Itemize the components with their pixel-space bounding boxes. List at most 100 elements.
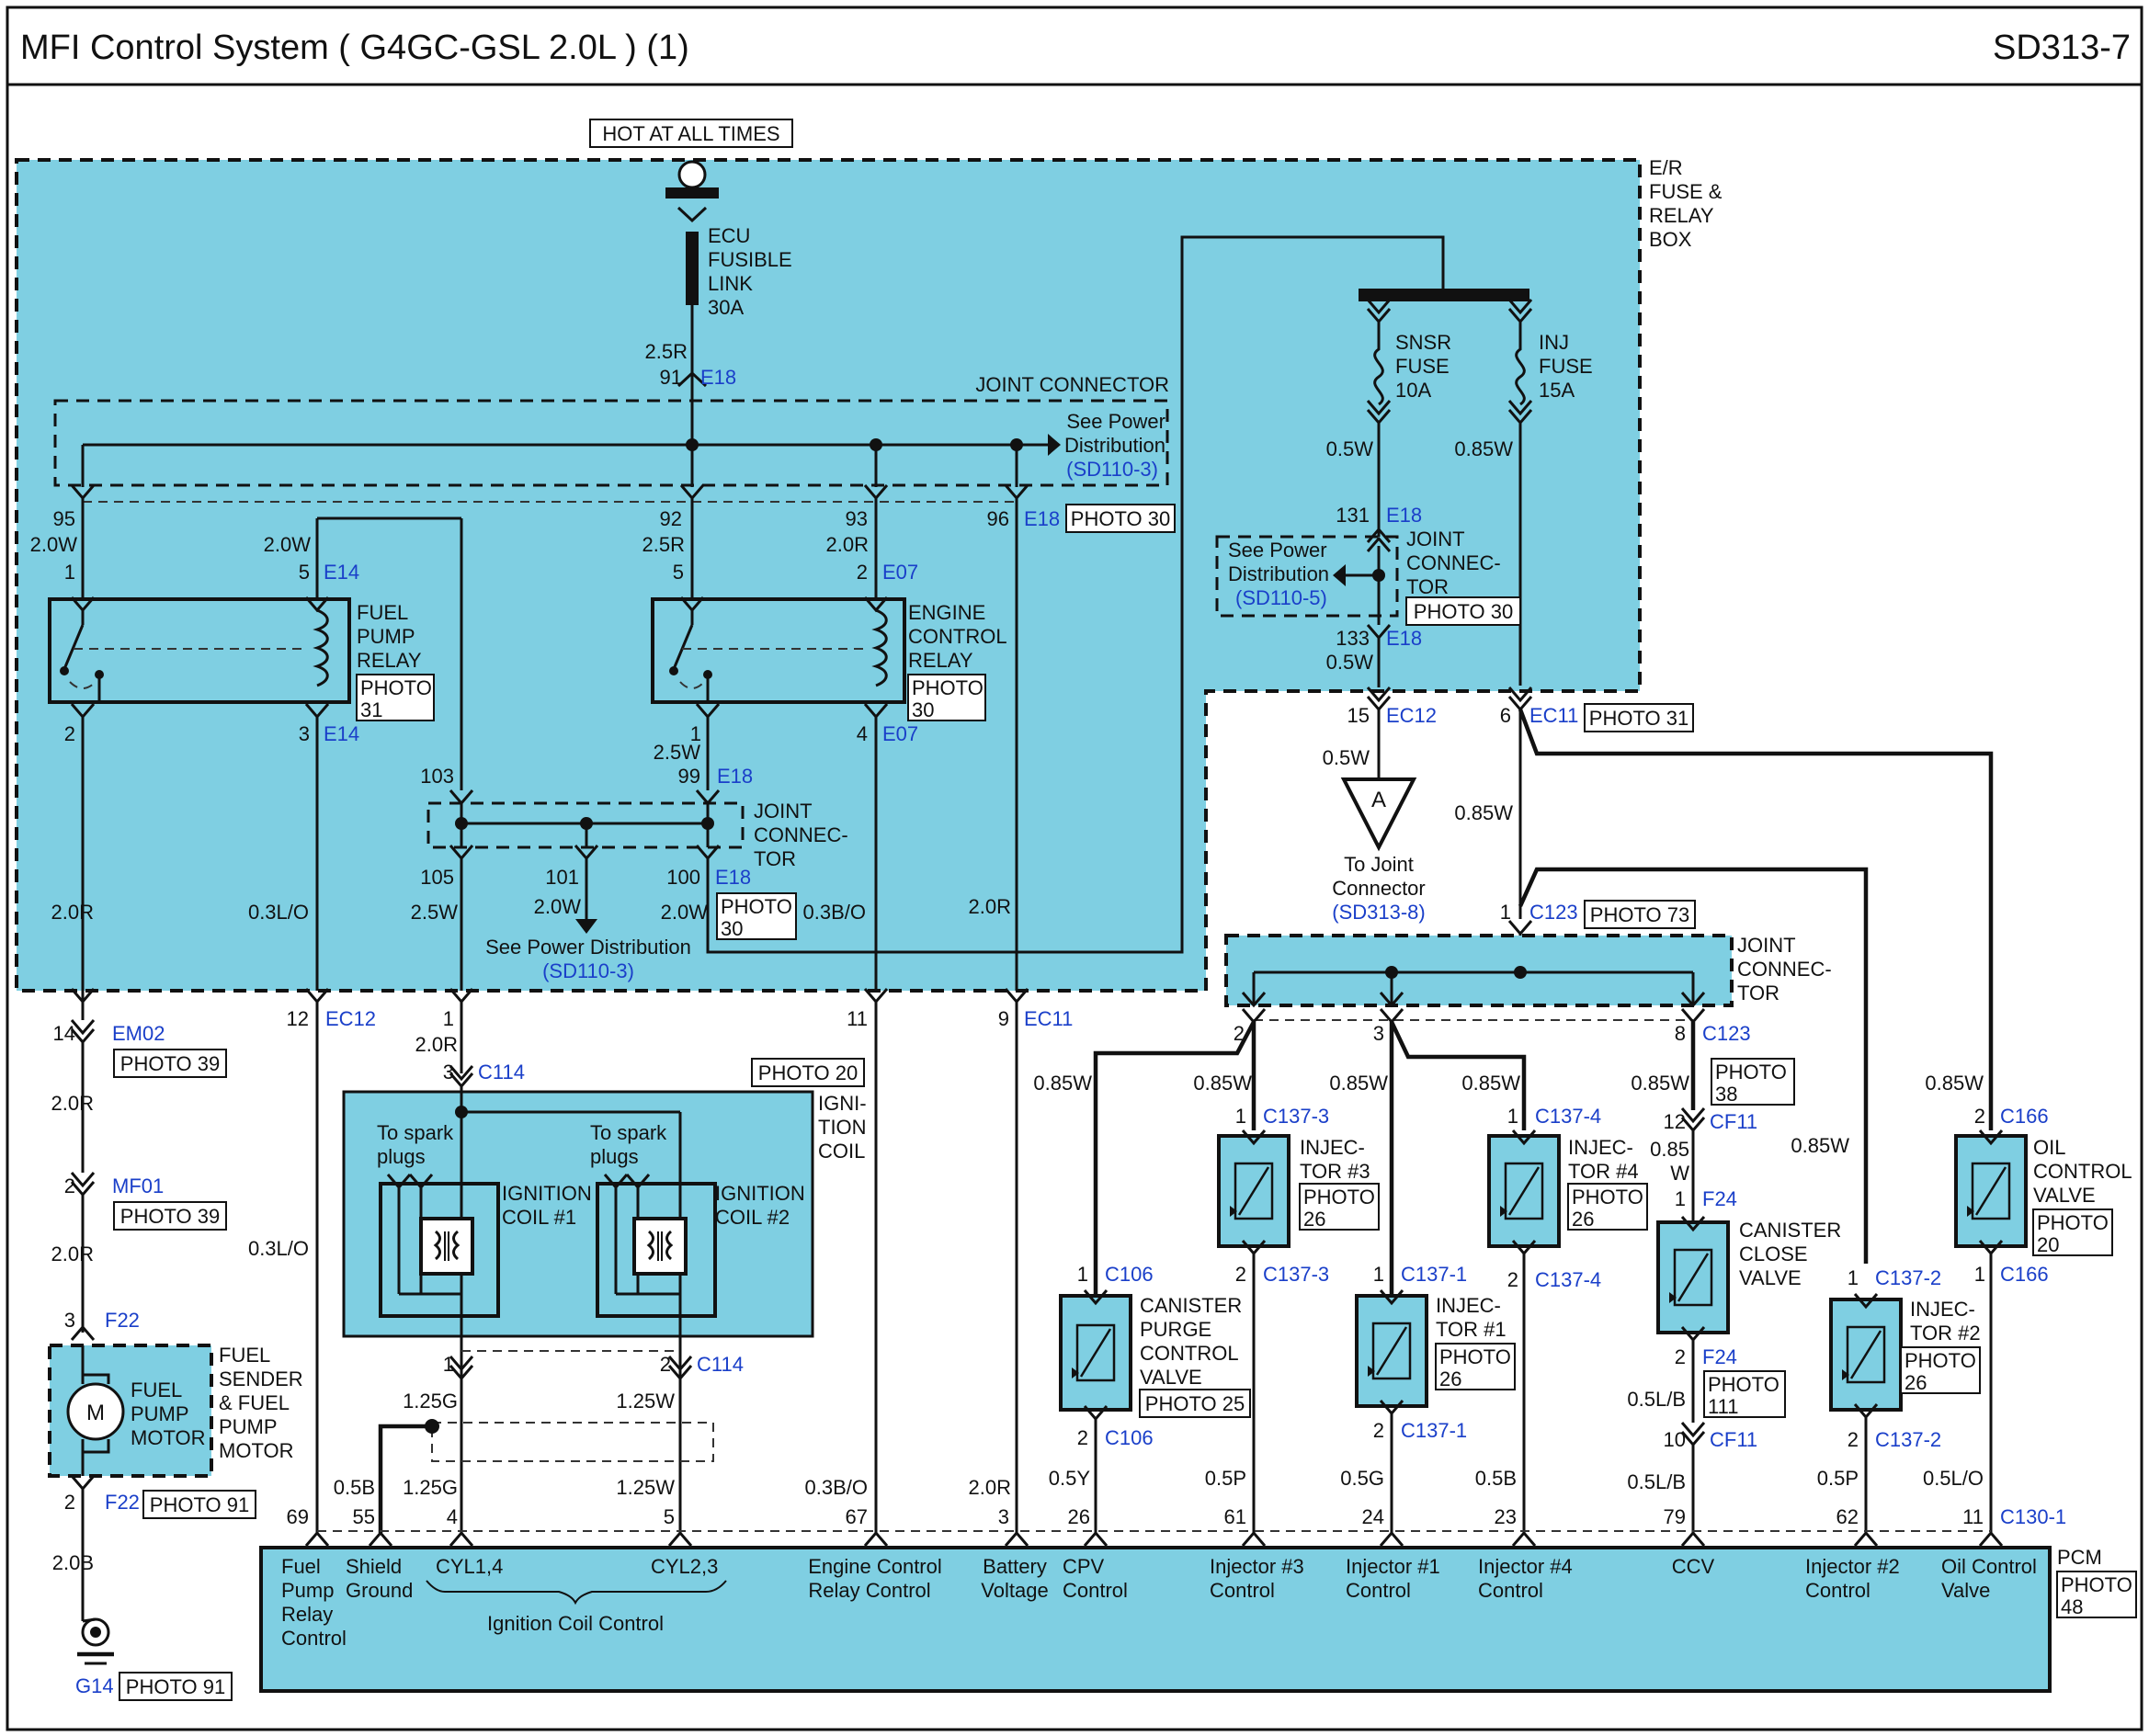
svg-text:PHOTO: PHOTO <box>1303 1186 1375 1208</box>
svg-text:67: 67 <box>846 1505 868 1528</box>
svg-text:2.0R: 2.0R <box>969 895 1011 918</box>
svg-text:Engine Control: Engine Control <box>808 1555 942 1578</box>
svg-text:PHOTO 91: PHOTO 91 <box>126 1675 225 1698</box>
svg-text:2.0R: 2.0R <box>969 1476 1011 1499</box>
svg-text:0.5W: 0.5W <box>1326 651 1374 674</box>
svg-text:PHOTO: PHOTO <box>912 676 984 699</box>
svg-text:VALVE: VALVE <box>2033 1184 2096 1207</box>
svg-text:Voltage: Voltage <box>981 1579 1048 1602</box>
svg-text:E18: E18 <box>700 366 736 389</box>
svg-text:PHOTO 39: PHOTO 39 <box>120 1205 220 1228</box>
svg-text:Injector #3: Injector #3 <box>1210 1555 1304 1578</box>
svg-text:C137-2: C137-2 <box>1875 1428 1941 1451</box>
pcm-injector-3-control: Injector #3 Control <box>1210 1555 1304 1602</box>
svg-text:10A: 10A <box>1395 379 1431 402</box>
svg-text:Pump: Pump <box>281 1579 334 1602</box>
svg-text:Distribution: Distribution <box>1228 562 1329 585</box>
svg-text:FUEL: FUEL <box>219 1344 270 1367</box>
injector-4 <box>1487 1134 1561 1248</box>
svg-text:2.5R: 2.5R <box>642 533 685 556</box>
svg-text:1: 1 <box>690 722 701 745</box>
svg-text:Shield: Shield <box>346 1555 402 1578</box>
svg-text:To Joint: To Joint <box>1344 853 1414 876</box>
svg-text:2: 2 <box>1235 1263 1246 1286</box>
svg-text:62: 62 <box>1836 1505 1859 1528</box>
page-code: SD313-7 <box>1993 28 2131 67</box>
page-title: MFI Control System ( G4GC-GSL 2.0L ) (1) <box>20 28 689 67</box>
svg-text:See Power Distribution: See Power Distribution <box>485 936 691 959</box>
svg-text:0.5L/B: 0.5L/B <box>1627 1470 1686 1493</box>
svg-text:1: 1 <box>1848 1266 1859 1289</box>
svg-text:1: 1 <box>1675 1187 1686 1210</box>
svg-text:Control: Control <box>1346 1579 1411 1602</box>
joint-connector-top <box>53 399 1169 487</box>
svg-text:15A: 15A <box>1539 379 1575 402</box>
pcm-oil-control-valve: Oil Control Valve <box>1941 1555 2037 1602</box>
svg-text:& FUEL: & FUEL <box>219 1391 290 1414</box>
svg-text:INJEC-: INJEC- <box>1568 1136 1633 1159</box>
svg-text:IGNI-: IGNI- <box>818 1092 867 1115</box>
svg-text:1.25W: 1.25W <box>616 1390 675 1413</box>
svg-text:C123: C123 <box>1702 1022 1751 1045</box>
svg-text:14: 14 <box>53 1022 75 1045</box>
svg-text:RELAY: RELAY <box>1649 204 1714 227</box>
svg-text:INJ: INJ <box>1539 331 1569 354</box>
svg-text:55: 55 <box>353 1505 375 1528</box>
svg-text:E18: E18 <box>1386 627 1422 650</box>
svg-text:Control: Control <box>1210 1579 1275 1602</box>
svg-text:E18: E18 <box>1386 504 1422 527</box>
svg-text:Ground: Ground <box>346 1579 413 1602</box>
svg-text:PHOTO 20: PHOTO 20 <box>758 1061 858 1084</box>
svg-text:See Power: See Power <box>1228 539 1327 562</box>
svg-text:E14: E14 <box>324 722 359 745</box>
oil-control-valve-label: OIL CONTROL VALVE <box>2033 1136 2132 1207</box>
svg-text:EC11: EC11 <box>1024 1007 1073 1030</box>
pcm-cyl14: CYL1,4 <box>436 1555 503 1578</box>
svg-text:3: 3 <box>64 1309 75 1332</box>
svg-text:Oil Control: Oil Control <box>1941 1555 2037 1578</box>
snsr-fuse <box>1373 322 1384 406</box>
svg-text:0.85W: 0.85W <box>1925 1072 1984 1095</box>
svg-text:TOR #2: TOR #2 <box>1910 1322 1981 1345</box>
svg-text:W: W <box>1670 1162 1689 1185</box>
svg-text:C137-2: C137-2 <box>1875 1266 1941 1289</box>
svg-text:0.85W: 0.85W <box>1329 1072 1388 1095</box>
svg-text:26: 26 <box>1439 1367 1461 1390</box>
fuse-box-label: E/R FUSE & RELAY BOX <box>1649 156 1723 251</box>
svg-text:26: 26 <box>1068 1505 1090 1528</box>
svg-text:11: 11 <box>847 1007 868 1030</box>
svg-text:PURGE: PURGE <box>1140 1318 1211 1341</box>
svg-text:12: 12 <box>1664 1110 1686 1133</box>
svg-text:JOINT: JOINT <box>1737 934 1796 957</box>
canister-close-valve <box>1656 1220 1730 1334</box>
svg-text:5: 5 <box>673 561 684 584</box>
svg-text:96: 96 <box>987 507 1009 530</box>
svg-text:1.25G: 1.25G <box>403 1390 458 1413</box>
svg-text:BOX: BOX <box>1649 228 1692 251</box>
canister-purge-valve-label: CANISTER PURGE CONTROL VALVE <box>1140 1294 1242 1389</box>
svg-text:C137-4: C137-4 <box>1535 1105 1601 1128</box>
svg-text:CONNEC-: CONNEC- <box>754 823 848 846</box>
injector-4-label: INJEC- TOR #4 <box>1568 1136 1639 1183</box>
svg-text:0.5W: 0.5W <box>1323 746 1370 769</box>
svg-text:69: 69 <box>287 1505 309 1528</box>
svg-text:TOR #1: TOR #1 <box>1436 1318 1507 1341</box>
svg-text:Control: Control <box>281 1627 347 1650</box>
svg-text:plugs: plugs <box>590 1145 639 1168</box>
svg-text:131: 131 <box>1336 504 1370 527</box>
svg-text:CF11: CF11 <box>1710 1110 1757 1133</box>
svg-text:0.5L/B: 0.5L/B <box>1627 1388 1686 1411</box>
svg-text:PHOTO: PHOTO <box>1708 1373 1779 1396</box>
svg-text:0.5P: 0.5P <box>1817 1467 1859 1490</box>
svg-text:RELAY: RELAY <box>357 649 422 672</box>
svg-text:0.5B: 0.5B <box>1475 1467 1517 1490</box>
svg-text:CF11: CF11 <box>1710 1428 1757 1451</box>
svg-text:C137-4: C137-4 <box>1535 1268 1601 1291</box>
svg-text:15: 15 <box>1347 704 1370 727</box>
engine-control-relay-label: ENGINE CONTROL RELAY <box>908 601 1007 672</box>
svg-text:RELAY: RELAY <box>908 649 973 672</box>
svg-text:8: 8 <box>1675 1022 1686 1045</box>
svg-text:CONNEC-: CONNEC- <box>1406 551 1501 574</box>
svg-text:CLOSE: CLOSE <box>1739 1242 1808 1265</box>
